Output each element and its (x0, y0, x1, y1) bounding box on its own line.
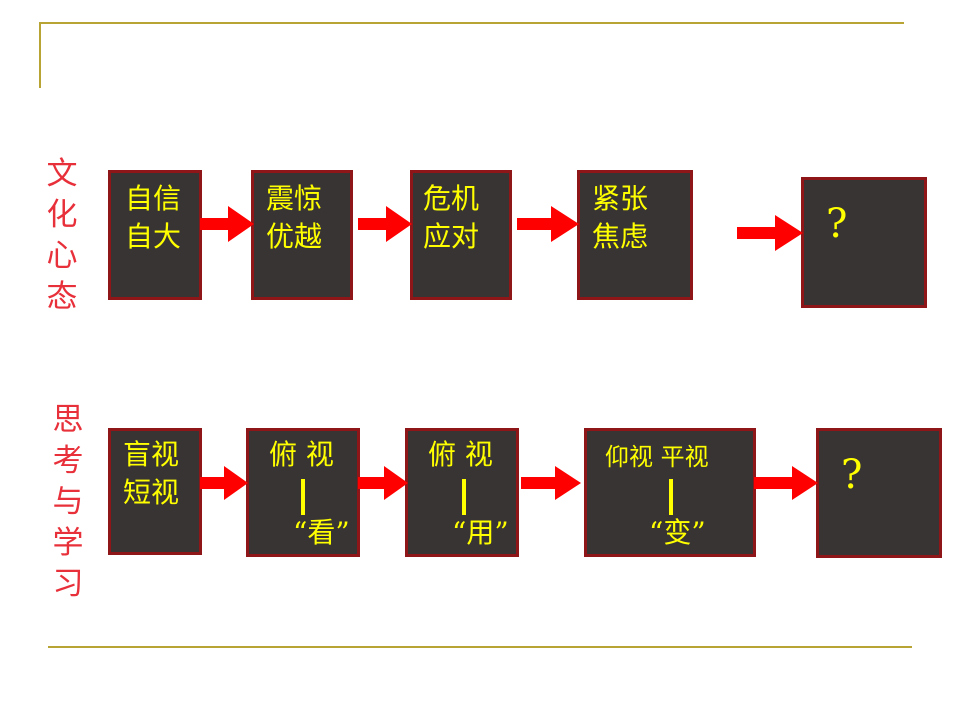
row1-box-1: 自信 自大 (108, 170, 202, 300)
bottom-rule (48, 646, 912, 648)
right-arrow-icon (517, 206, 579, 242)
row2-side-label: 思 考 与 学 习 (52, 402, 84, 602)
left-rule (39, 22, 41, 88)
question-mark: ? (826, 201, 848, 247)
right-arrow-icon (521, 466, 581, 500)
row2-box-4: 仰视 平视 “变” (584, 428, 756, 557)
right-arrow-icon (200, 206, 254, 242)
box-line: 紧张 (592, 182, 649, 215)
box-bottom-label: “看” (293, 516, 350, 549)
box-line: 短视 (123, 476, 180, 509)
right-arrow-icon (737, 215, 803, 251)
row2-box-3: 俯 视 “用” (405, 428, 519, 557)
vertical-bar (669, 479, 673, 515)
row1-side-label: 文 化 心 态 (46, 156, 78, 315)
box-line: 盲视 (123, 438, 180, 471)
box-line: 自信 (125, 182, 182, 215)
box-line: 震惊 (266, 182, 323, 215)
row1-box-3: 危机 应对 (410, 170, 512, 300)
right-arrow-icon (358, 466, 408, 500)
box-line: 焦虑 (592, 220, 649, 253)
top-rule (40, 22, 904, 24)
box-line: 危机 (423, 182, 480, 215)
vertical-bar (301, 479, 305, 515)
row1-box-2: 震惊 优越 (251, 170, 353, 300)
box-line: 应对 (423, 220, 480, 253)
box-line: 自大 (125, 220, 182, 253)
row2-box-1: 盲视 短视 (108, 428, 202, 555)
row1-box-4: 紧张 焦虑 (577, 170, 693, 300)
right-arrow-icon (754, 466, 818, 500)
row2-box-2: 俯 视 “看” (246, 428, 360, 557)
question-mark: ? (841, 452, 863, 498)
box-bottom-label: “变” (649, 516, 706, 549)
row2-box-question: ? (816, 428, 942, 558)
right-arrow-icon (200, 466, 248, 500)
box-line: 优越 (266, 220, 323, 253)
right-arrow-icon (358, 206, 412, 242)
box-bottom-label: “用” (452, 516, 509, 549)
box-top-label: 俯 视 (269, 438, 334, 471)
box-top-label: 俯 视 (428, 438, 493, 471)
box-top-label: 仰视 平视 (605, 443, 709, 471)
row1-box-question: ? (801, 177, 927, 308)
vertical-bar (462, 479, 466, 515)
